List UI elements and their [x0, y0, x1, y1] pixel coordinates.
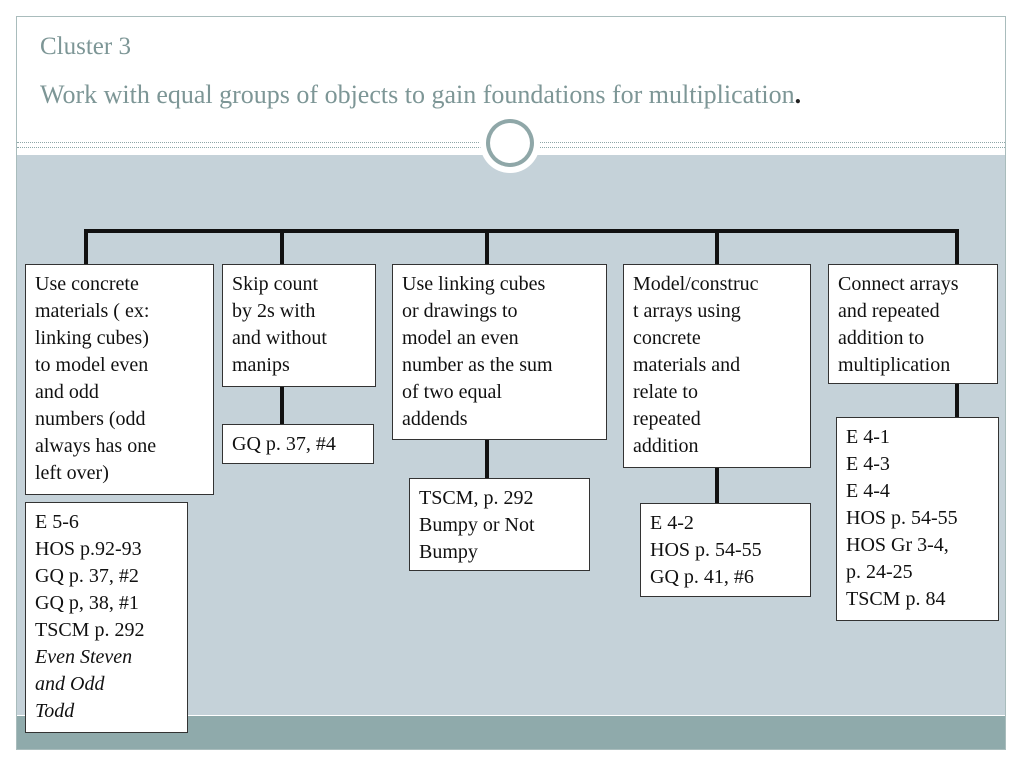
resource-line: TSCM p. 84: [846, 588, 946, 610]
connector-col3-top: [485, 229, 489, 264]
slide-title: Work with equal groups of objects to gai…: [40, 80, 801, 110]
connector-col4-mid: [715, 468, 719, 503]
resource-line: p. 24-25: [846, 561, 913, 583]
resource-line: HOS Gr 3-4,: [846, 534, 949, 556]
topic-line: and repeated: [838, 300, 940, 322]
resource-line: TSCM p. 292: [35, 619, 145, 641]
topic-line: materials and: [633, 354, 741, 376]
topic-line: model an even: [402, 327, 519, 349]
resource-line: E 4-3: [846, 453, 890, 475]
resource-line: GQ p, 38, #1: [35, 592, 139, 614]
resource-book-title-line: Todd: [35, 700, 75, 722]
resource-line: TSCM, p. 292: [419, 487, 534, 509]
topic-line: to model even: [35, 354, 149, 376]
resource-line: HOS p. 54-55: [846, 507, 958, 529]
topic-box-arrays-repeated-addition: Model/construc t arrays using concrete m…: [623, 264, 811, 468]
topic-line: of two equal: [402, 381, 502, 403]
topic-line: and odd: [35, 381, 99, 403]
resource-box-concrete-materials: E 5-6 HOS p.92-93 GQ p. 37, #2 GQ p, 38,…: [25, 502, 188, 733]
cluster-label: Cluster 3: [40, 33, 131, 60]
divider-ring-center: [490, 123, 530, 163]
topic-line: by 2s with: [232, 300, 316, 322]
topic-line: addends: [402, 408, 468, 430]
topic-line: materials ( ex:: [35, 300, 150, 322]
slide-title-period: .: [794, 80, 802, 109]
resource-line: E 5-6: [35, 511, 79, 533]
topic-line: linking cubes): [35, 327, 149, 349]
topic-line: relate to: [633, 381, 698, 403]
topic-line: Model/construc: [633, 273, 759, 295]
connector-col2-top: [280, 229, 284, 264]
connector-col4-top: [715, 229, 719, 264]
topic-box-connect-arrays: Connect arrays and repeated addition to …: [828, 264, 998, 384]
connector-col5-top: [955, 229, 959, 264]
topic-line: or drawings to: [402, 300, 518, 322]
topic-line: number as the sum: [402, 354, 553, 376]
topic-line: repeated: [633, 408, 701, 430]
topic-box-skip-count: Skip count by 2s with and without manips: [222, 264, 376, 387]
resource-box-connect-arrays: E 4-1 E 4-3 E 4-4 HOS p. 54-55 HOS Gr 3-…: [836, 417, 999, 621]
topic-line: numbers (odd: [35, 408, 146, 430]
topic-line: t arrays using: [633, 300, 741, 322]
resource-box-skip-count: GQ p. 37, #4: [222, 424, 374, 464]
resource-line: E 4-1: [846, 426, 890, 448]
slide-title-text: Work with equal groups of objects to gai…: [40, 80, 795, 109]
resource-box-arrays-repeated-addition: E 4-2 HOS p. 54-55 GQ p. 41, #6: [640, 503, 811, 597]
topic-box-linking-cubes: Use linking cubes or drawings to model a…: [392, 264, 607, 440]
connector-col1-top: [84, 229, 88, 264]
resource-line: GQ p. 37, #4: [232, 433, 336, 455]
resource-line: E 4-2: [650, 512, 694, 534]
resource-box-linking-cubes: TSCM, p. 292 Bumpy or Not Bumpy: [409, 478, 590, 571]
diagram-top-connector: [84, 229, 959, 233]
connector-col2-mid: [280, 387, 284, 424]
topic-line: multiplication: [838, 354, 951, 376]
resource-line: GQ p. 37, #2: [35, 565, 139, 587]
topic-line: Connect arrays: [838, 273, 959, 295]
topic-line: left over): [35, 462, 109, 484]
topic-line: Use linking cubes: [402, 273, 546, 295]
resource-line: HOS p. 54-55: [650, 539, 762, 561]
resource-line: Bumpy or Not: [419, 514, 535, 536]
resource-line: HOS p.92-93: [35, 538, 142, 560]
resource-line: Bumpy: [419, 541, 478, 563]
topic-line: manips: [232, 354, 290, 376]
topic-box-concrete-materials: Use concrete materials ( ex: linking cub…: [25, 264, 214, 495]
resource-line: GQ p. 41, #6: [650, 566, 754, 588]
topic-line: concrete: [633, 327, 701, 349]
connector-col5-mid: [955, 384, 959, 417]
resource-book-title-line: and Odd: [35, 673, 105, 695]
connector-col3-mid: [485, 440, 489, 478]
resource-book-title-line: Even Steven: [35, 646, 133, 668]
topic-line: always has one: [35, 435, 157, 457]
topic-line: and without: [232, 327, 327, 349]
topic-line: Skip count: [232, 273, 319, 295]
topic-line: addition to: [838, 327, 925, 349]
resource-line: E 4-4: [846, 480, 890, 502]
topic-line: addition: [633, 435, 699, 457]
topic-line: Use concrete: [35, 273, 139, 295]
